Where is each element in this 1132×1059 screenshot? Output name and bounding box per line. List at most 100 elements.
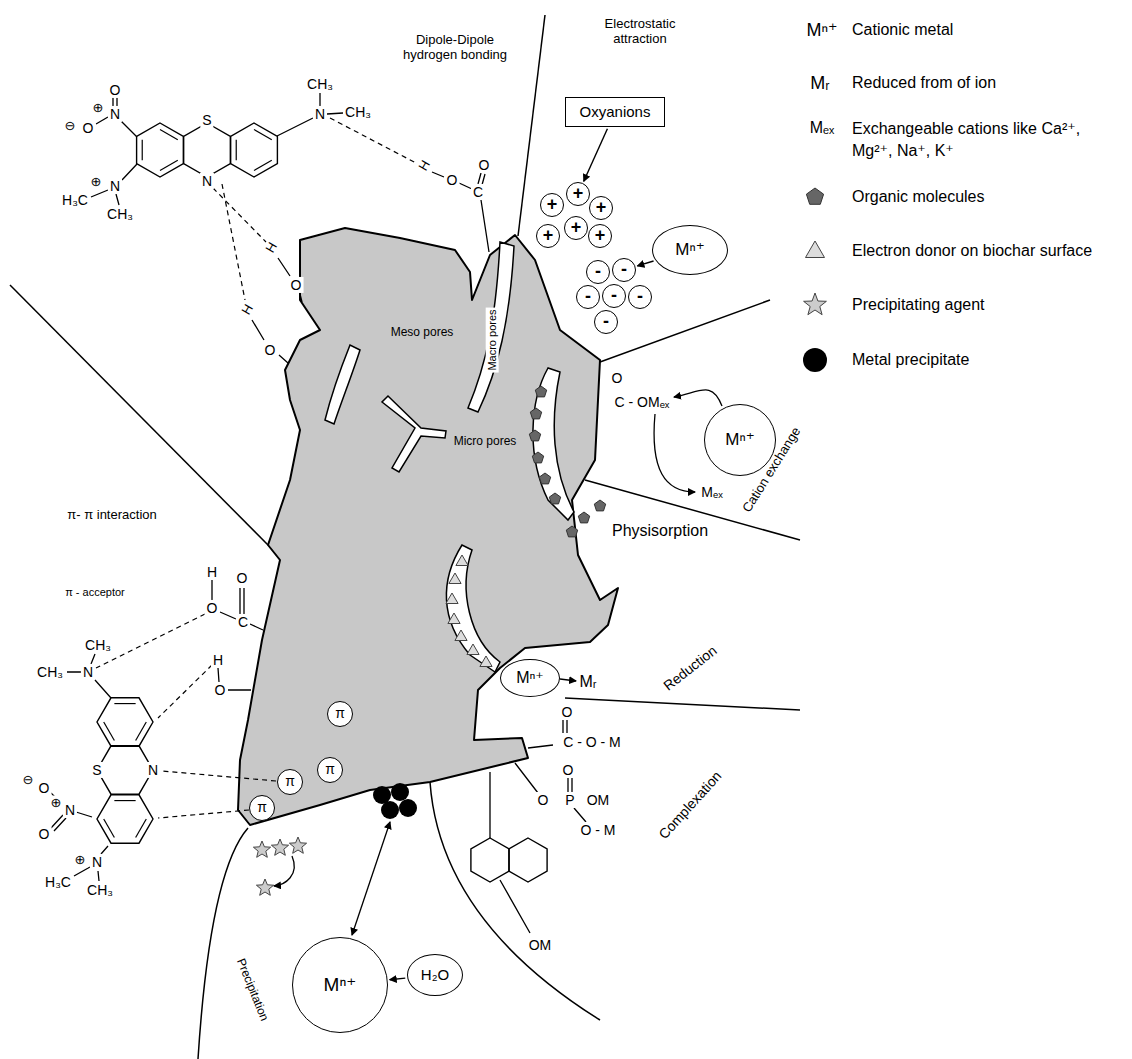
illustration-circle <box>803 348 827 372</box>
node-text: + <box>547 195 558 215</box>
node-text: - <box>595 262 601 282</box>
double-bond <box>114 703 135 704</box>
chemical-label: Mⁿ⁺ <box>804 20 839 41</box>
ion-circle: - <box>628 285 652 309</box>
mechanism-label: Electrostatic attraction <box>588 17 692 47</box>
mechanism-label: π - acceptor <box>63 586 127 599</box>
node-text: + <box>543 226 554 246</box>
illustration-path <box>330 118 416 163</box>
bonds <box>51 93 586 933</box>
double-bond <box>136 819 147 837</box>
illustration-path <box>277 93 343 136</box>
mechanism-label: Dipole-Dipole hydrogen bonding <box>393 33 517 63</box>
electron-donor <box>806 241 825 258</box>
organic-molecule <box>578 512 589 523</box>
illustration-path <box>490 772 530 933</box>
mechanism-label: Reduction <box>659 641 722 695</box>
chemical-label: P <box>563 792 576 808</box>
chemical-label: N <box>63 802 77 818</box>
electron-donor <box>467 644 479 655</box>
organic-molecule <box>539 473 550 484</box>
chemical-label: C <box>236 614 250 630</box>
chemical-label: O <box>610 370 625 386</box>
chemical-label: O <box>108 82 123 98</box>
illustration-path <box>432 172 489 252</box>
electron-donor <box>446 593 458 604</box>
ring-bond <box>137 123 184 177</box>
ring-bond <box>184 123 231 177</box>
connector-arrow <box>584 129 608 181</box>
double-bond <box>160 160 178 170</box>
illustration-circle <box>391 783 409 801</box>
illustration-path <box>222 184 245 300</box>
chemical-label: CH₃ <box>83 637 113 653</box>
chemical-label: O <box>477 157 492 173</box>
ion-circle: - <box>586 260 610 284</box>
ion-circle: + <box>588 224 612 248</box>
node-text: Mⁿ⁺ <box>516 669 544 687</box>
pores <box>325 242 574 672</box>
organic-molecule <box>549 493 560 504</box>
legend-text: Reduced from of ion <box>852 72 996 94</box>
illustration-path <box>252 258 302 363</box>
organic-molecule <box>594 500 605 511</box>
chemical-label: OM <box>585 792 612 808</box>
chemical-label: O <box>560 704 575 720</box>
double-bond <box>114 800 135 801</box>
electron-donor <box>449 573 461 584</box>
illustration-circle <box>399 799 417 817</box>
node-text: Mⁿ⁺ <box>675 241 704 260</box>
illustration-path <box>198 828 248 1059</box>
double-bond <box>104 722 115 740</box>
illustration-path <box>162 771 276 781</box>
ion-circle: Mⁿ⁺ <box>500 659 560 697</box>
illustration-path <box>600 300 770 362</box>
illustration-path <box>213 188 266 242</box>
chemical-label: ⊖ <box>21 773 36 788</box>
chemical-label: N <box>108 106 122 122</box>
mechanism-label: Macro pores <box>486 307 499 372</box>
illustration-path <box>674 390 722 406</box>
chemical-label: H <box>262 238 282 257</box>
chemical-label: N <box>81 664 95 680</box>
chemical-label: ⊕ <box>73 853 88 868</box>
ion-circle: π <box>277 769 303 795</box>
illustration-path <box>446 545 500 672</box>
chemical-label: O <box>445 172 460 188</box>
illustration-path <box>325 345 360 424</box>
electron-donor <box>456 555 468 566</box>
legend-text: Electron donor on biochar surface <box>852 240 1092 262</box>
ion-circle: π <box>249 795 275 821</box>
double-bond <box>142 140 143 161</box>
double-bond <box>160 129 178 139</box>
connector-arrow <box>637 261 653 266</box>
chemical-label: ⊕ <box>89 175 104 190</box>
chemical-label: H <box>205 564 219 580</box>
node-text: + <box>596 198 607 218</box>
chemical-label: Mₑₓ <box>808 119 837 137</box>
illustration-path <box>533 368 574 520</box>
electron-donor <box>480 656 492 667</box>
chemical-label: C - O - M <box>561 734 623 750</box>
ion-circle: + <box>536 224 560 248</box>
node-text: - <box>585 287 591 307</box>
chemical-label: H <box>211 652 225 668</box>
chemical-label: N <box>108 178 122 194</box>
mechanism-label: Meso pores <box>391 326 454 340</box>
ring-bond <box>231 123 278 177</box>
chemical-label: H <box>415 156 435 175</box>
ion-circle: Mⁿ⁺ <box>292 937 388 1033</box>
node-text: + <box>571 218 582 238</box>
electron-donor <box>455 630 467 641</box>
node-text: π <box>325 762 335 777</box>
chemical-label: O <box>289 277 304 293</box>
ion-circle: + <box>566 182 590 206</box>
chemical-label: N <box>200 173 214 189</box>
ion-circle: + <box>540 193 564 217</box>
label-box: Oxyanions <box>565 97 665 127</box>
node-text: - <box>621 260 627 280</box>
chemical-label: N <box>146 762 160 778</box>
chemical-label: O <box>263 342 278 358</box>
region-dividers <box>10 15 800 1059</box>
